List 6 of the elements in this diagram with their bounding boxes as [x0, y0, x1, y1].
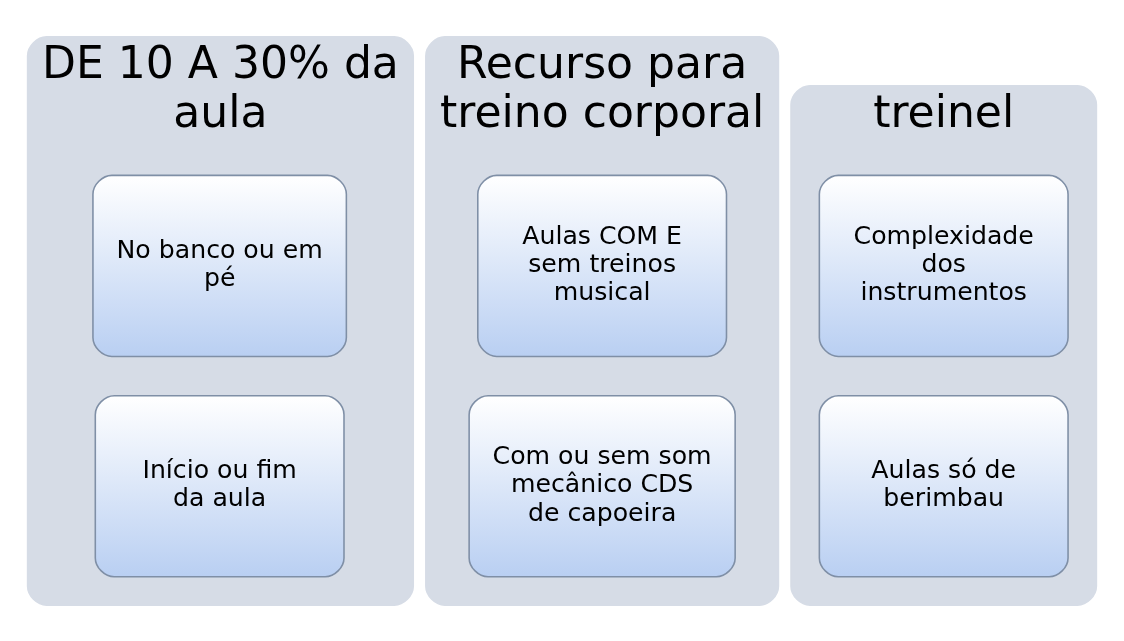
node-box: No banco ou em pé — [92, 174, 348, 357]
node-box: Com ou sem som mecânico CDS de capoeira — [468, 394, 736, 578]
node-box: Aulas só de berimbau — [818, 394, 1069, 578]
node-box: Aulas COM E sem treinos musical — [477, 174, 728, 357]
node-box: Complexidade dos instrumentos — [818, 174, 1069, 357]
node-box: Início ou fim da aula — [94, 394, 345, 578]
